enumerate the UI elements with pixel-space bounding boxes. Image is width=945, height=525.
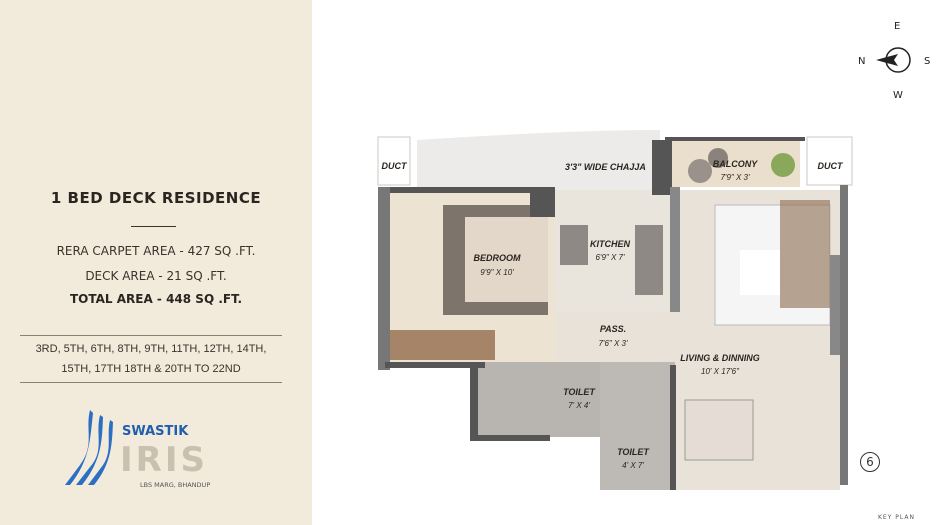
- toilet-2-dim: 4' X 7': [622, 461, 644, 470]
- bedroom-dim: 9'9" X 10': [480, 268, 514, 277]
- floors-list: 3RD, 5TH, 6TH, 8TH, 9TH, 11TH, 12TH, 14T…: [20, 335, 282, 383]
- chair-icon: [688, 159, 712, 183]
- living-label: LIVING & DINNING: [680, 353, 760, 363]
- duct-right-label: DUCT: [818, 161, 844, 171]
- coffee-table: [740, 250, 780, 295]
- floor-plan: DUCT 3'3" WIDE CHAJJA BALCONY 7'9" X 3' …: [370, 125, 860, 504]
- compass-s: S: [924, 56, 930, 67]
- divider: [131, 226, 176, 227]
- toilet-1: [478, 362, 600, 437]
- floors-line-1: 3RD, 5TH, 6TH, 8TH, 9TH, 11TH, 12TH, 14T…: [35, 343, 267, 355]
- logo-location: LBS MARG, BHANDUP: [140, 481, 210, 489]
- duct-left: [377, 136, 411, 186]
- dining-table: [684, 399, 754, 461]
- balcony-dim: 7'9" X 3': [720, 173, 749, 182]
- compass: E N S W: [850, 15, 940, 105]
- rera-carpet-area: RERA CARPET AREA - 427 SQ .FT.: [56, 244, 256, 258]
- passage: [555, 312, 675, 362]
- floors-line-2: 15TH, 17TH 18TH & 20TH TO 22ND: [61, 363, 241, 375]
- kitchen-counter: [635, 225, 663, 295]
- wave-mark-icon: [65, 410, 113, 485]
- north-arrow-icon: [876, 54, 898, 66]
- logo-brand: SWASTIK: [122, 424, 189, 439]
- toilet-1-label: TOILET: [563, 387, 596, 397]
- total-area: TOTAL AREA - 448 SQ .FT.: [69, 292, 243, 306]
- living-dim: 10' X 17'6": [701, 367, 740, 376]
- unit-number: 6: [860, 452, 880, 472]
- balcony-label: BALCONY: [713, 159, 758, 169]
- logo-name: IRIS: [120, 440, 208, 480]
- compass-e: E: [894, 21, 900, 32]
- kitchen-label: KITCHEN: [590, 239, 630, 249]
- unit-title: 1 BED DECK RESIDENCE: [50, 189, 262, 207]
- table-icon: [708, 148, 728, 168]
- bedroom-label: BEDROOM: [474, 253, 522, 263]
- compass-n: N: [858, 56, 865, 67]
- toilet-2: [600, 362, 675, 490]
- sofa: [780, 200, 830, 308]
- bed: [465, 217, 548, 302]
- plant-icon: [771, 153, 795, 177]
- info-panel: 1 BED DECK RESIDENCE RERA CARPET AREA - …: [0, 0, 312, 525]
- chajja: [417, 130, 660, 190]
- chajja-label: 3'3" WIDE CHAJJA: [565, 162, 646, 172]
- deck-area: DECK AREA - 21 SQ .FT.: [85, 269, 227, 283]
- compass-w: W: [893, 90, 903, 101]
- kitchen-counter: [560, 225, 588, 265]
- toilet-2-label: TOILET: [617, 447, 650, 457]
- toilet-1-dim: 7' X 4': [568, 401, 590, 410]
- walls: [378, 137, 848, 490]
- duct-right: [806, 136, 853, 186]
- wardrobe: [390, 330, 495, 360]
- key-plan-label: KEY PLAN: [878, 514, 915, 521]
- pass-label: PASS.: [600, 324, 626, 334]
- pass-dim: 7'6" X 3': [598, 339, 627, 348]
- kitchen-dim: 6'9" X 7': [595, 253, 624, 262]
- swastik-iris-logo: SWASTIK IRIS LBS MARG, BHANDUP: [60, 405, 250, 490]
- duct-left-label: DUCT: [382, 161, 408, 171]
